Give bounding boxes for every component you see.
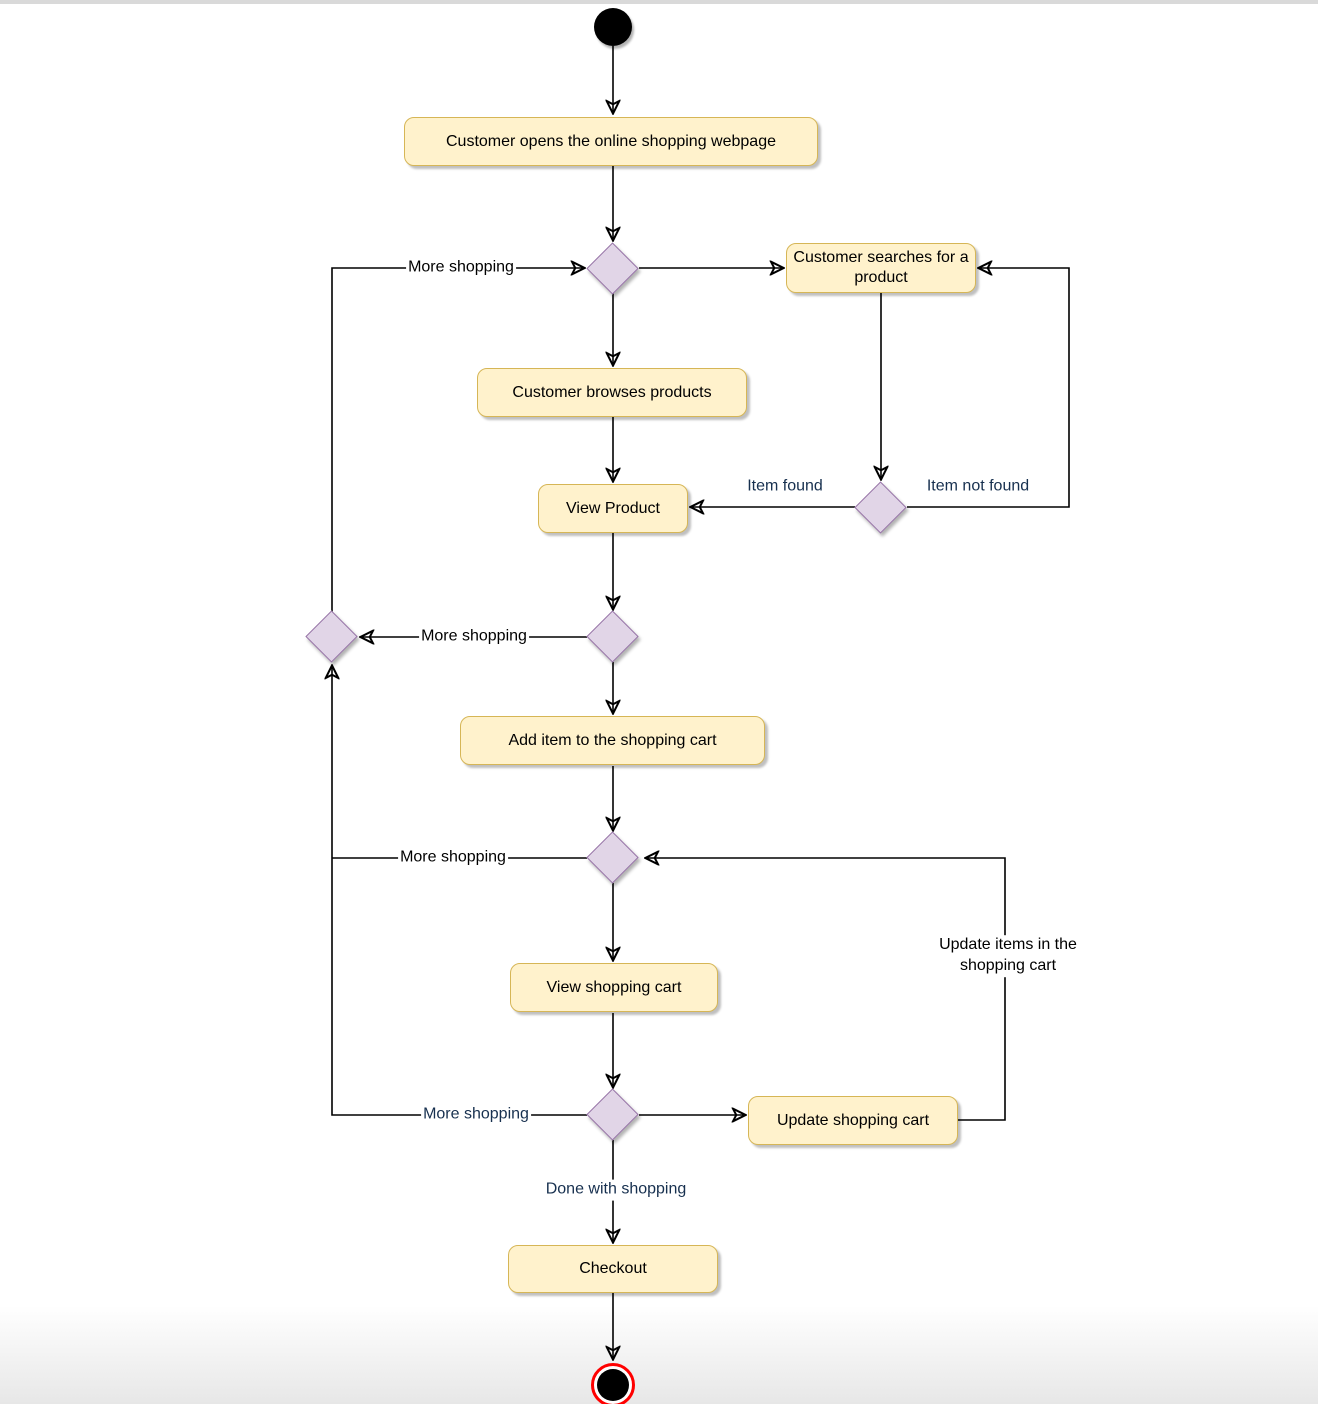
edge-label-more-shopping-mid: More shopping <box>419 626 529 648</box>
edge-merge-left-to-decision1 <box>331 268 584 612</box>
edge-label-item-found: Item found <box>745 476 825 498</box>
activity-checkout: Checkout <box>508 1245 718 1293</box>
decision-after-add-item <box>586 831 639 884</box>
edge-label-more-shopping-cart: More shopping <box>398 847 508 869</box>
activity-search-product-label: Customer searches for a product <box>793 249 969 286</box>
edge-notfound-loop-to-search <box>907 268 1070 508</box>
edge-label-item-not-found: Item not found <box>924 476 1032 498</box>
activity-checkout-label: Checkout <box>579 1260 647 1277</box>
end-node <box>591 1363 635 1404</box>
activity-browse-products: Customer browses products <box>477 368 747 417</box>
activity-add-item: Add item to the shopping cart <box>460 716 765 765</box>
edge-label-update-items: Update items in the shopping cart <box>931 935 1085 977</box>
activity-view-cart: View shopping cart <box>510 963 718 1012</box>
edge-label-more-shopping-top: More shopping <box>406 257 516 279</box>
edge-label-done-with-shopping: Done with shopping <box>543 1179 689 1201</box>
activity-add-item-label: Add item to the shopping cart <box>508 731 717 749</box>
end-node-core <box>597 1369 629 1401</box>
activity-open-webpage: Customer opens the online shopping webpa… <box>404 117 818 166</box>
edge-label-more-shopping-update: More shopping <box>421 1104 531 1126</box>
top-border-strip <box>0 0 1318 4</box>
decision-item-found <box>854 481 907 534</box>
decision-after-view-product <box>586 610 639 663</box>
start-node <box>594 8 632 46</box>
activity-update-cart-label: Update shopping cart <box>776 1111 930 1129</box>
decision-after-view-cart <box>586 1088 639 1141</box>
merge-more-shopping <box>305 610 358 663</box>
activity-view-product-label: View Product <box>566 499 660 517</box>
activity-view-cart-label: View shopping cart <box>546 978 682 996</box>
activity-browse-products-label: Customer browses products <box>512 383 712 401</box>
decision-shopping-mode <box>586 242 639 295</box>
edge-update-cart-loop-to-decision4 <box>646 858 1006 1121</box>
activity-open-webpage-label: Customer opens the online shopping webpa… <box>445 132 776 150</box>
activity-view-product: View Product <box>538 484 688 533</box>
activity-search-product: Customer searches for a product <box>786 243 976 293</box>
activity-update-cart: Update shopping cart <box>748 1096 958 1145</box>
